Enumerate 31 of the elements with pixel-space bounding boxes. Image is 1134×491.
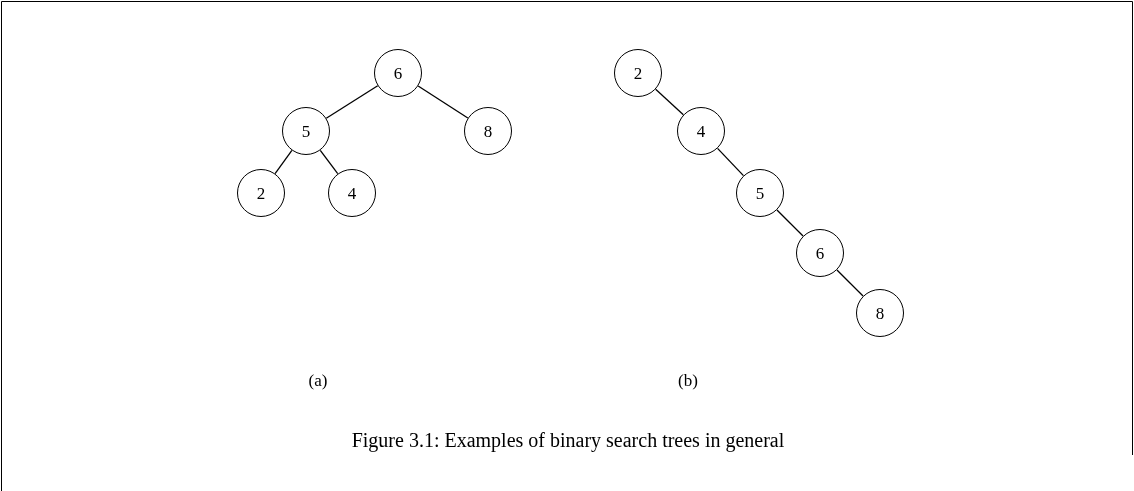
subfigure-label: (a) <box>308 371 328 391</box>
node-value: 5 <box>301 122 311 140</box>
tree-edge <box>319 149 339 175</box>
node-value: 2 <box>633 64 643 82</box>
tree-edge <box>325 85 379 119</box>
tree-node-circle <box>736 169 784 217</box>
tree-node-circle <box>328 169 376 217</box>
tree-node-circle <box>614 49 662 97</box>
node-value: 5 <box>755 184 765 202</box>
node-value: 6 <box>393 64 403 82</box>
subfigure-label: (b) <box>678 371 698 391</box>
tree-edge <box>776 209 804 237</box>
tree-node-circle <box>856 289 904 337</box>
tree-node-circle <box>464 107 512 155</box>
node-value: 2 <box>256 184 266 202</box>
tree-node-circle <box>237 169 285 217</box>
tree-edge <box>836 269 864 297</box>
tree-edge <box>716 147 745 177</box>
tree-edge <box>274 149 293 175</box>
node-value: 4 <box>347 184 357 202</box>
node-value: 8 <box>483 122 493 140</box>
node-value: 4 <box>696 122 706 140</box>
tree-node-circle <box>796 229 844 277</box>
tree-node-circle <box>374 49 422 97</box>
figure-caption: Figure 3.1: Examples of binary search trees in general <box>351 428 785 452</box>
node-value: 6 <box>815 244 825 262</box>
node-value: 8 <box>875 304 885 322</box>
tree-edge <box>655 88 684 116</box>
tree-edge <box>417 85 469 119</box>
tree-node-circle <box>677 107 725 155</box>
tree-node-circle <box>282 107 330 155</box>
